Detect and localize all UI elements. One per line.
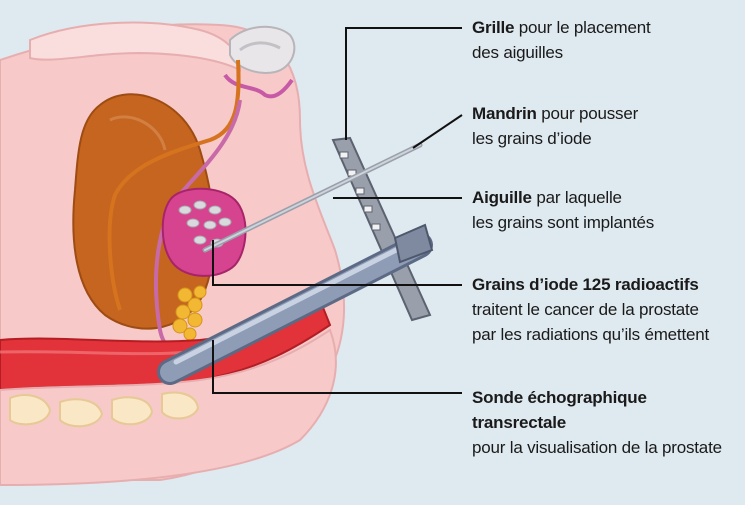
- label-needle: Aiguille par laquelle les grains sont im…: [472, 185, 654, 235]
- label-needle-title: Aiguille: [472, 188, 532, 207]
- label-stylet-line2: les grains d’iode: [472, 126, 638, 151]
- label-grid-title: Grille: [472, 18, 514, 37]
- label-needle-line2: les grains sont implantés: [472, 210, 654, 235]
- label-seeds: Grains d’iode 125 radioactifs traitent l…: [472, 272, 709, 347]
- label-probe-line3: pour la visualisation de la prostate: [472, 435, 722, 460]
- label-grid-line2: des aiguilles: [472, 40, 651, 65]
- label-grid: Grille pour le placement des aiguilles: [472, 15, 651, 65]
- label-seeds-title: Grains d’iode 125 radioactifs: [472, 275, 699, 294]
- label-probe: Sonde échographique transrectale pour la…: [472, 385, 722, 460]
- label-probe-title: Sonde échographique: [472, 388, 647, 407]
- label-stylet-title: Mandrin: [472, 104, 537, 123]
- label-stylet: Mandrin pour pousser les grains d’iode: [472, 101, 638, 151]
- label-seeds-line2: traitent le cancer de la prostate: [472, 297, 709, 322]
- label-needle-rest: par laquelle: [532, 188, 622, 207]
- label-grid-rest: pour le placement: [514, 18, 650, 37]
- label-seeds-line3: par les radiations qu’ils émettent: [472, 322, 709, 347]
- label-probe-line2: transrectale: [472, 413, 566, 432]
- label-stylet-rest: pour pousser: [537, 104, 638, 123]
